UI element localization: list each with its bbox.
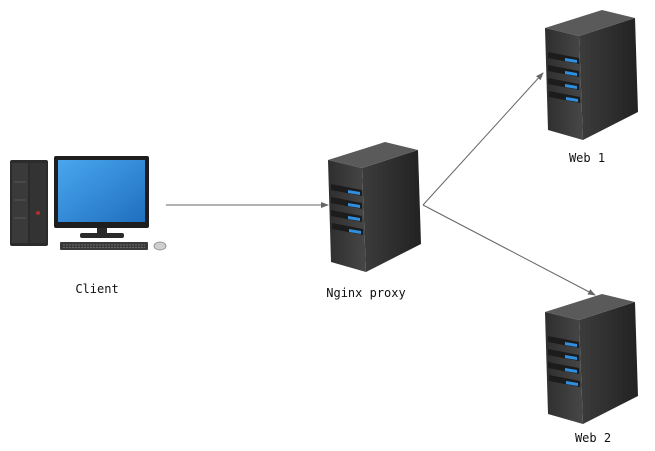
edge-proxy-web1 bbox=[422, 72, 544, 206]
edge-proxy-web2 bbox=[422, 204, 596, 296]
keyboard bbox=[60, 242, 148, 250]
server-tower-icon bbox=[328, 142, 421, 272]
server-tower-icon bbox=[545, 294, 638, 424]
web1-label: Web 1 bbox=[568, 151, 606, 165]
nginx-proxy-label: Nginx proxy bbox=[326, 286, 406, 300]
client-label: Client bbox=[75, 282, 119, 296]
mouse bbox=[153, 241, 167, 251]
connection-lines bbox=[166, 72, 596, 296]
monitor-screen bbox=[58, 160, 145, 222]
web2-label: Web 2 bbox=[574, 431, 612, 445]
server-tower-icon bbox=[545, 10, 638, 140]
desktop-computer-icon bbox=[10, 156, 167, 251]
